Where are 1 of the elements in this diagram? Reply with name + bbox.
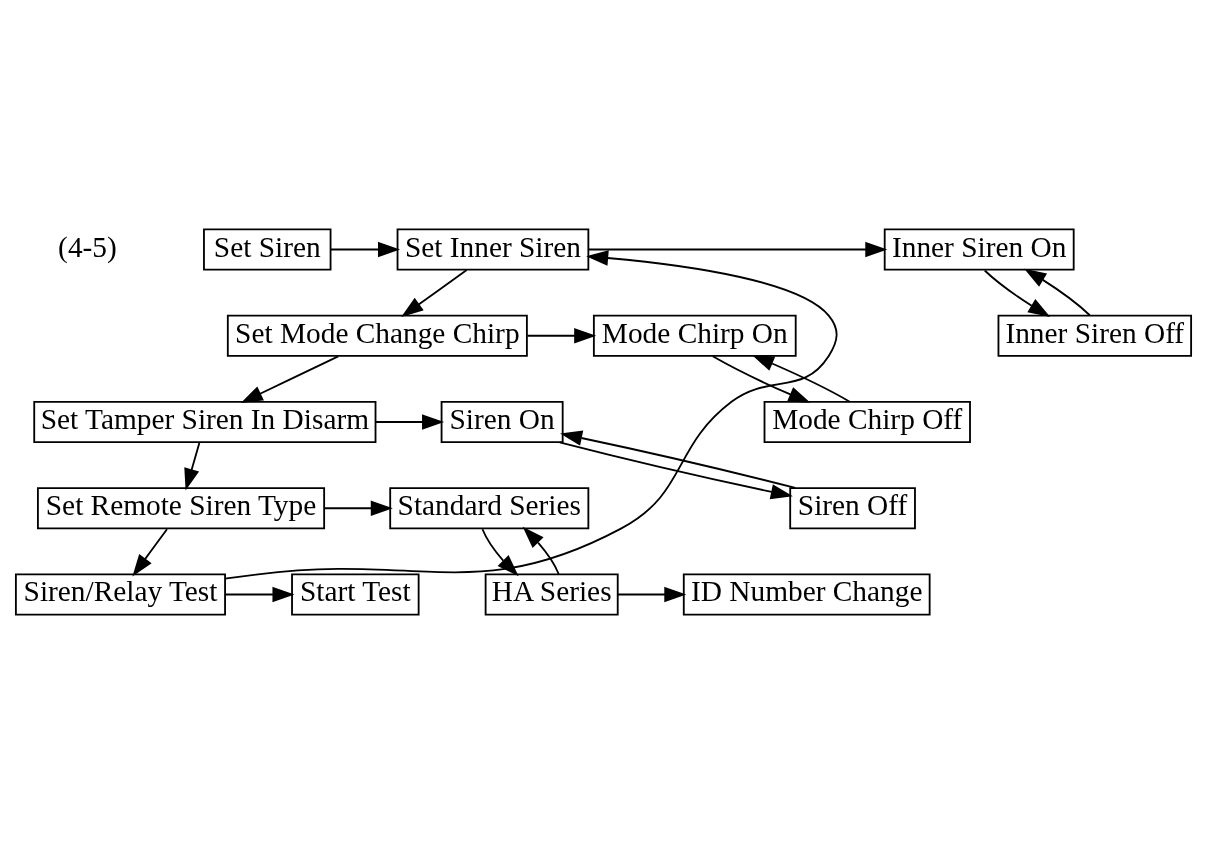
node-label: (4-5)	[58, 230, 117, 262]
